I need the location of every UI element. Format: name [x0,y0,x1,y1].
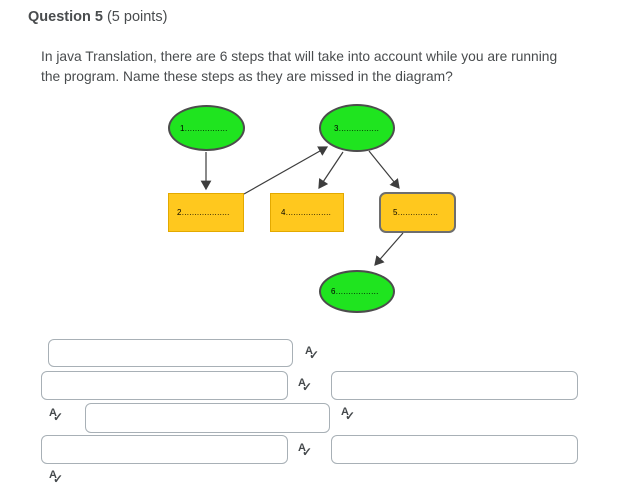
diagram-node-ellipse-6: 6................. [319,270,395,313]
node-5-label: 5................ [393,208,439,217]
editor-icon-check: ✓ [53,410,64,424]
answer-blank-1[interactable] [48,339,293,367]
editor-check-icon: A ✓ [298,377,315,396]
question-header: Question 5 (5 points) [28,9,167,25]
arrow-3-to-5 [368,150,400,189]
editor-check-icon: A ✓ [298,442,315,461]
editor-icon-check: ✓ [345,409,356,423]
node-1-label: 1................. [180,123,228,133]
diagram-node-rect-5: 5................ [379,192,456,233]
node-4-label: 4.................. [281,208,332,217]
editor-icon-letter: A [49,407,57,419]
diagram-node-rect-4: 4.................. [270,193,344,232]
arrow-3-to-4 [318,151,344,189]
editor-icon-check: ✓ [302,380,313,394]
editor-icon-check: ✓ [53,472,64,486]
arrow-5-to-6 [374,232,404,266]
arrow-2-to-3 [243,146,329,195]
answer-blank-3[interactable] [331,371,578,400]
question-text-line1: In java Translation, there are 6 steps t… [41,49,558,64]
diagram-node-ellipse-3: 3................ [319,104,395,152]
node-2-label: 2................... [177,208,230,217]
editor-check-icon: A ✓ [305,345,322,364]
node-6-label: 6................. [331,287,379,296]
answer-blank-6[interactable] [331,435,578,464]
diagram-node-ellipse-1: 1................. [168,105,245,151]
question-text-line2: the program. Name these steps as they ar… [41,69,453,84]
editor-check-icon: A ✓ [49,469,66,488]
answer-blank-5[interactable] [41,435,288,464]
diagram-node-rect-2: 2................... [168,193,244,232]
question-text: In java Translation, there are 6 steps t… [41,47,557,87]
question-points: (5 points) [106,9,168,25]
editor-icon-letter: A [305,345,313,357]
editor-icon-check: ✓ [309,348,320,362]
editor-check-icon: A ✓ [341,406,358,425]
node-3-label: 3................ [334,123,380,133]
editor-icon-check: ✓ [302,445,313,459]
question-title: Question 5 [28,9,103,25]
answer-blank-2[interactable] [41,371,288,400]
editor-check-icon: A ✓ [49,407,66,426]
editor-icon-letter: A [49,469,57,481]
editor-icon-letter: A [298,442,306,454]
editor-icon-letter: A [298,377,306,389]
answer-blank-4[interactable] [85,403,330,433]
editor-icon-letter: A [341,406,349,418]
